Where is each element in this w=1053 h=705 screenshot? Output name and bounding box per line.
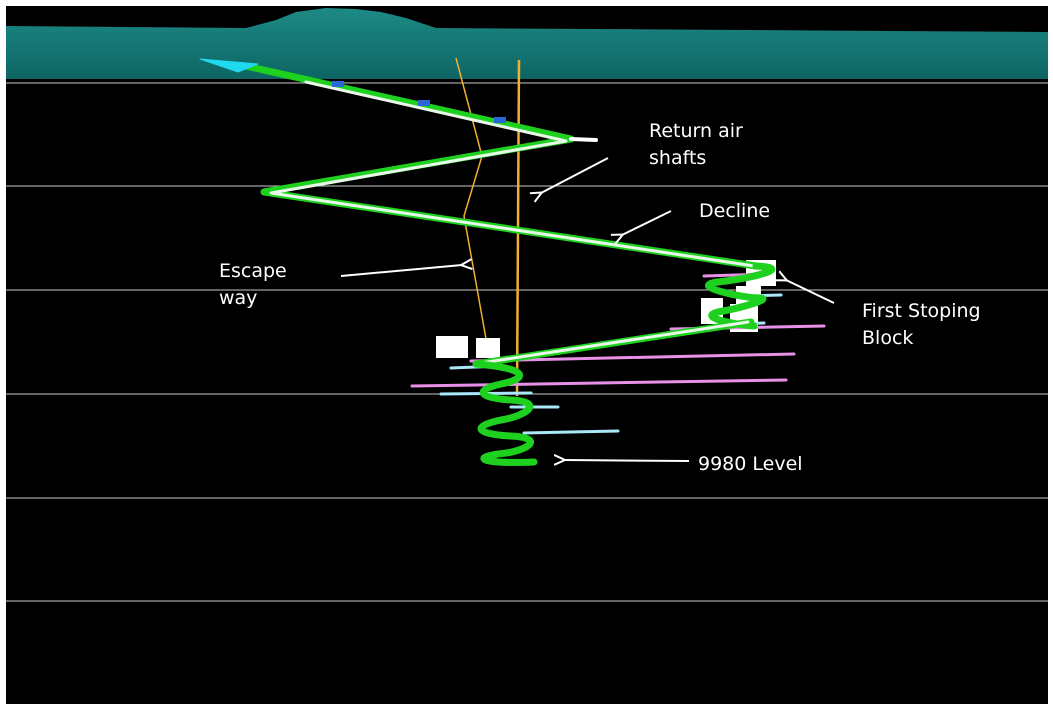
portal-marker xyxy=(199,58,259,73)
annotation-arrows xyxy=(340,157,835,461)
arrow-escape-way xyxy=(340,265,462,277)
arrow-9980-level xyxy=(564,460,690,461)
surface-terrain xyxy=(6,8,1048,79)
arrow-first-stoping-block xyxy=(786,280,835,304)
label-escape-way: Escape way xyxy=(219,260,287,309)
arrow-decline xyxy=(622,210,672,235)
label-return-air-shafts: Return air shafts xyxy=(649,120,743,169)
escape-way-shaft xyxy=(455,57,491,362)
mine-section-view xyxy=(6,8,1048,602)
mine-diagram-frame: Return air shafts Decline Escape way Fir… xyxy=(6,6,1048,704)
drive-magenta xyxy=(410,378,788,388)
stope-block xyxy=(476,338,500,358)
stope-block xyxy=(436,336,468,358)
level-lines xyxy=(6,82,1048,602)
decline-ramp xyxy=(199,58,776,466)
label-decline: Decline xyxy=(699,200,771,222)
arrow-return-air-shafts xyxy=(541,157,609,193)
label-9980-level: 9980 Level xyxy=(698,453,803,475)
label-first-stoping-block: First Stoping Block xyxy=(862,300,981,349)
drive-cyan xyxy=(522,429,620,435)
